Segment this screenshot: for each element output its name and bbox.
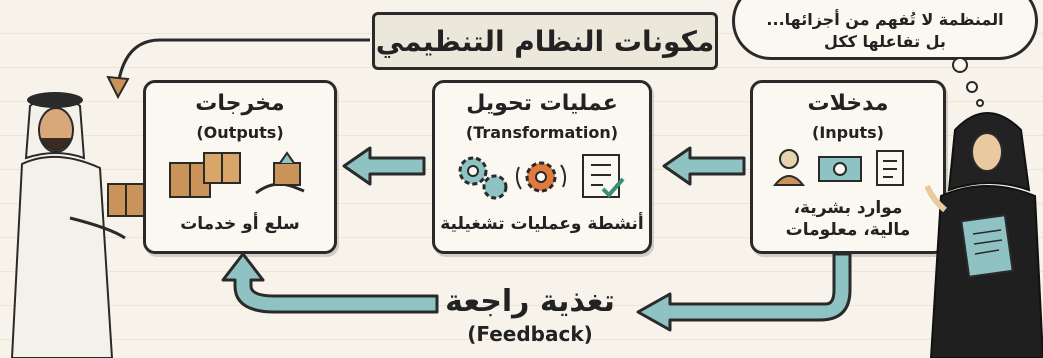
transformation-desc: أنشطة وعمليات تشغيلية: [440, 214, 644, 234]
inputs-box: مدخلات (Inputs) موارد بشرية، مالية، معلو…: [750, 80, 946, 254]
transformation-box: عمليات تحويل (Transformation) أنشطة وعمل…: [432, 80, 652, 254]
diagram-title-text: مكونات النظام التنظيمي: [375, 24, 715, 58]
feedback-subtitle: (Feedback): [467, 322, 593, 346]
feedback-arrow-left: [221, 252, 439, 314]
box-icon: [107, 183, 145, 217]
outputs-box: مخرجات (Outputs) سلع أو خدمات: [143, 80, 337, 254]
arrow-transformation-to-outputs: [342, 146, 426, 186]
thought-line-2: بل تفاعلها ككل: [824, 32, 946, 51]
transformation-subtitle: (Transformation): [465, 123, 619, 142]
inputs-desc-line-1: موارد بشرية،: [793, 198, 903, 218]
transformation-icons: [458, 154, 625, 200]
thought-bubble: المنظمة لا تُفهم من أجزائها... بل تفاعله…: [732, 0, 1038, 60]
inputs-desc-line-2: مالية، معلومات: [785, 220, 911, 240]
hand-box-icon: [255, 151, 305, 195]
transformation-title: عمليات تحويل: [466, 91, 618, 116]
title-curve-arrow: [106, 38, 370, 100]
person-icon: [773, 149, 806, 186]
feedback-title: تغذية راجعة: [445, 284, 615, 319]
feedback-arrow-right: [636, 252, 852, 332]
outputs-subtitle: (Outputs): [196, 123, 284, 142]
thought-line-1: المنظمة لا تُفهم من أجزائها...: [766, 10, 1004, 29]
inputs-icons: [773, 149, 904, 186]
thought-dots: [952, 57, 984, 107]
arrow-inputs-to-transformation: [662, 146, 746, 186]
money-icon: [818, 156, 862, 182]
outputs-icons: [169, 151, 305, 198]
inputs-subtitle: (Inputs): [812, 123, 884, 142]
outputs-desc: سلع أو خدمات: [180, 214, 300, 234]
inputs-title: مدخلات: [807, 91, 889, 116]
outputs-title: مخرجات: [195, 91, 285, 116]
man-illustration: [10, 92, 145, 358]
gears-icon: [458, 156, 566, 200]
box-icon: [169, 152, 241, 198]
diagram-title: مكونات النظام التنظيمي: [372, 12, 718, 70]
document-icon: [876, 150, 904, 186]
woman-illustration: [925, 112, 1043, 358]
checklist-icon: [582, 154, 625, 198]
